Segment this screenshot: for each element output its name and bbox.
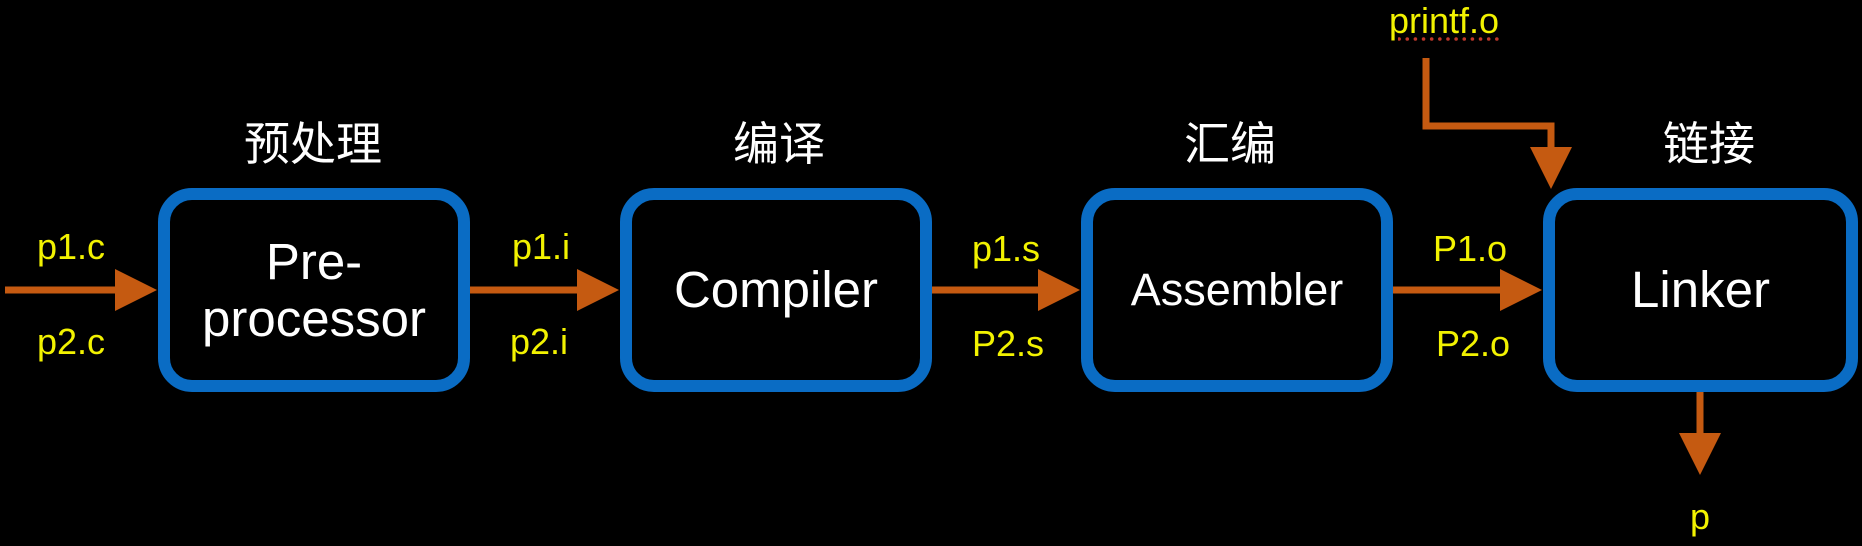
file-label-printf-o: printf.o xyxy=(1388,0,1500,41)
assembler-label: Assembler xyxy=(1130,263,1344,315)
file-label-p1-s: p1.s xyxy=(971,228,1041,269)
file-label-p1-o: P1.o xyxy=(1432,228,1508,269)
arrow-library-to-linker xyxy=(1422,58,1572,189)
file-label-p1-i: p1.i xyxy=(511,226,571,267)
compiler-box: Compiler xyxy=(620,188,932,392)
preprocessor-label: Pre- processor xyxy=(202,232,426,347)
file-label-p2-s: P2.s xyxy=(971,323,1045,364)
preprocessor-box: Pre- processor xyxy=(158,188,470,392)
file-label-p1-c: p1.c xyxy=(36,226,106,267)
linker-box: Linker xyxy=(1543,188,1858,392)
assembler-box: Assembler xyxy=(1081,188,1393,392)
stage-title-assemble: 汇编 xyxy=(1184,117,1276,171)
file-label-p2-o: P2.o xyxy=(1435,323,1511,364)
linker-label: Linker xyxy=(1631,261,1770,319)
file-label-executable-p: p xyxy=(1689,496,1711,537)
stage-title-preprocess: 预处理 xyxy=(244,117,382,171)
file-label-p2-i: p2.i xyxy=(509,321,569,362)
stage-title-compile: 编译 xyxy=(733,117,825,171)
compiler-label: Compiler xyxy=(673,261,879,319)
file-label-p2-c: p2.c xyxy=(36,321,106,362)
stage-title-link: 链接 xyxy=(1663,117,1755,171)
